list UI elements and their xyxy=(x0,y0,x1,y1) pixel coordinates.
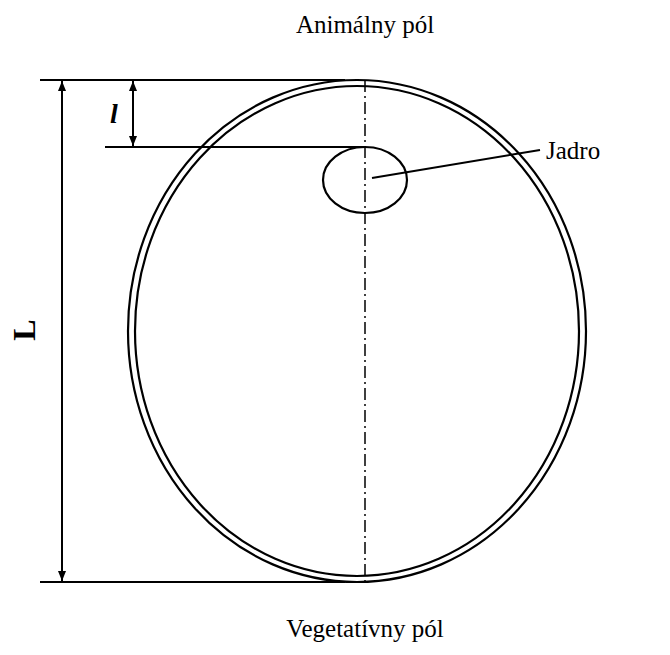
egg-outer-membrane xyxy=(128,80,586,582)
extension-line xyxy=(40,581,345,583)
extension-line xyxy=(40,79,345,81)
dimension-arrow xyxy=(61,81,63,581)
extension-line xyxy=(105,146,365,148)
pole-label: Vegetatívny pól xyxy=(286,616,444,641)
axis-line xyxy=(364,80,366,582)
dimension-arrow xyxy=(132,81,134,146)
leader-line xyxy=(372,150,540,178)
nucleus xyxy=(323,147,407,213)
egg-inner-membrane xyxy=(135,86,579,576)
pole-label: Animálny pól xyxy=(296,12,434,37)
part-label: Jadro xyxy=(546,138,600,163)
dimension-label: l xyxy=(110,100,118,128)
dimension-label: L xyxy=(8,319,40,340)
